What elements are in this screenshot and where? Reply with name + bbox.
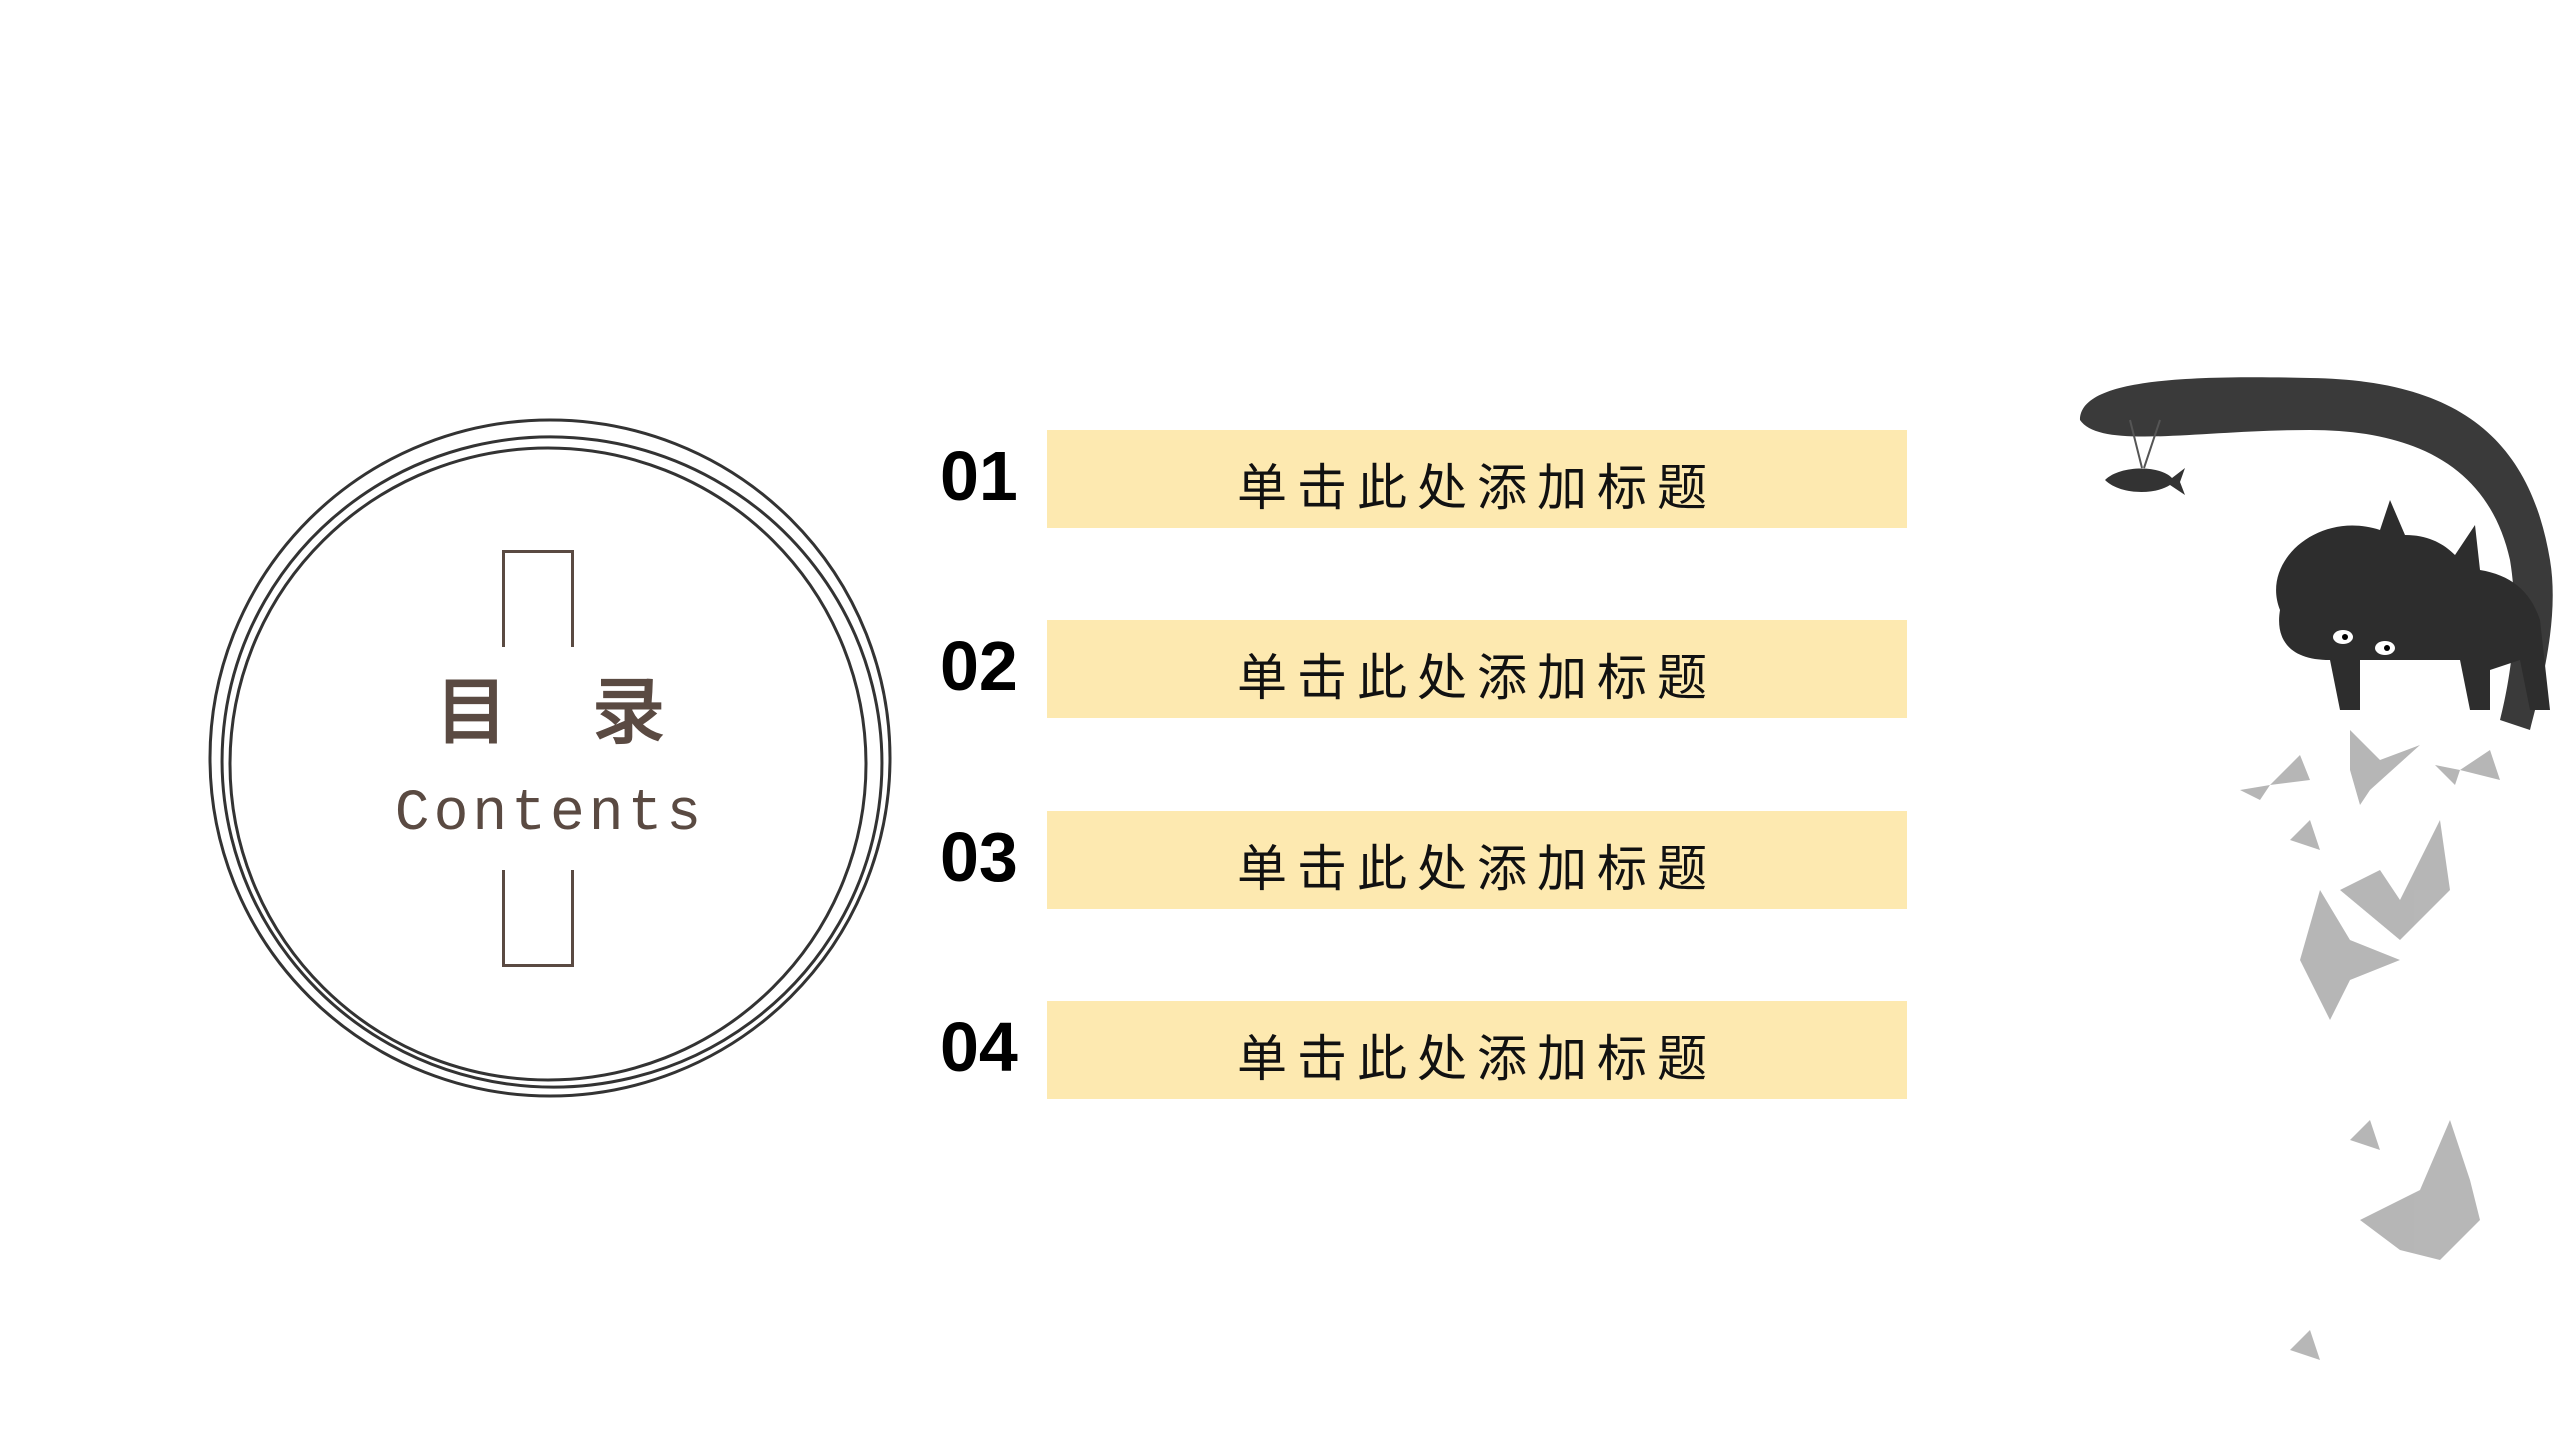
butterflies-icon bbox=[2240, 730, 2500, 1360]
toc-title-cn: 目 录 bbox=[435, 669, 695, 754]
item-title-box[interactable]: 单击此处添加标题 bbox=[1047, 620, 1907, 718]
item-number: 02 bbox=[940, 627, 1018, 705]
item-title[interactable]: 单击此处添加标题 bbox=[1237, 840, 1717, 898]
fish-icon bbox=[2105, 419, 2185, 495]
item-number: 04 bbox=[940, 1008, 1018, 1086]
item-title-box[interactable]: 单击此处添加标题 bbox=[1047, 811, 1907, 909]
frame-top-decoration bbox=[502, 550, 574, 647]
frame-bottom-decoration bbox=[502, 870, 574, 967]
item-title[interactable]: 单击此处添加标题 bbox=[1237, 649, 1717, 707]
item-number: 01 bbox=[940, 437, 1018, 515]
item-number: 03 bbox=[940, 818, 1018, 896]
item-title[interactable]: 单击此处添加标题 bbox=[1237, 459, 1717, 517]
toc-item-2: 02 单击此处添加标题 bbox=[940, 620, 1910, 718]
toc-item-3: 03 单击此处添加标题 bbox=[940, 811, 1910, 909]
item-title[interactable]: 单击此处添加标题 bbox=[1237, 1030, 1717, 1088]
toc-item-4: 04 单击此处添加标题 bbox=[940, 1001, 1910, 1099]
toc-title-en: Contents bbox=[394, 782, 706, 847]
cat-illustration bbox=[2080, 377, 2553, 1360]
cat-icon bbox=[2080, 377, 2553, 730]
item-title-box[interactable]: 单击此处添加标题 bbox=[1047, 430, 1907, 528]
decorative-circles bbox=[208, 418, 892, 1098]
item-title-box[interactable]: 单击此处添加标题 bbox=[1047, 1001, 1907, 1099]
toc-item-1: 01 单击此处添加标题 bbox=[940, 430, 1910, 528]
